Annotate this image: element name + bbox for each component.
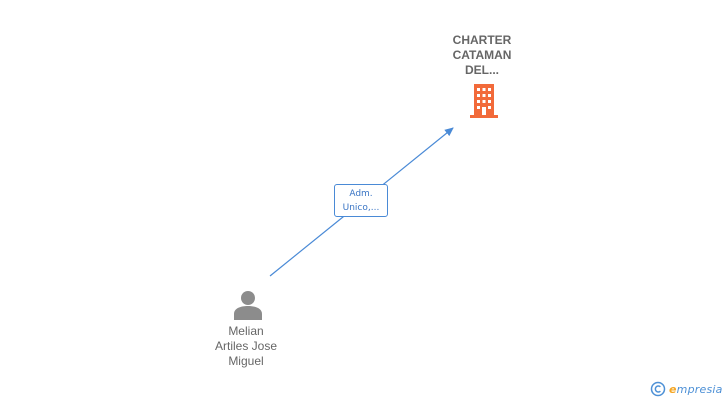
person-name-line: Artiles Jose (214, 339, 278, 353)
person-icon[interactable] (233, 290, 263, 320)
company-name-line: CHARTER (452, 33, 512, 47)
relation-label-line: Unico,... (342, 203, 380, 213)
relation-badge[interactable]: Adm. Unico,... (334, 184, 388, 217)
brand-watermark: empresia (650, 380, 723, 398)
copyright-icon (650, 381, 666, 397)
brand-name: empresia (669, 383, 723, 396)
company-name[interactable]: CHARTER CATAMAN DEL... (432, 33, 532, 78)
building-icon[interactable] (468, 84, 500, 118)
company-name-line: DEL... (464, 63, 499, 77)
person-name-line: Melian (228, 324, 264, 338)
company-name-line: CATAMAN (452, 48, 512, 62)
person-name[interactable]: Melian Artiles Jose Miguel (196, 324, 296, 369)
brand-initial: e (669, 382, 677, 396)
person-name-line: Miguel (228, 354, 264, 368)
brand-rest: mpresia (676, 382, 723, 396)
relation-label-line: Adm. (349, 189, 373, 199)
